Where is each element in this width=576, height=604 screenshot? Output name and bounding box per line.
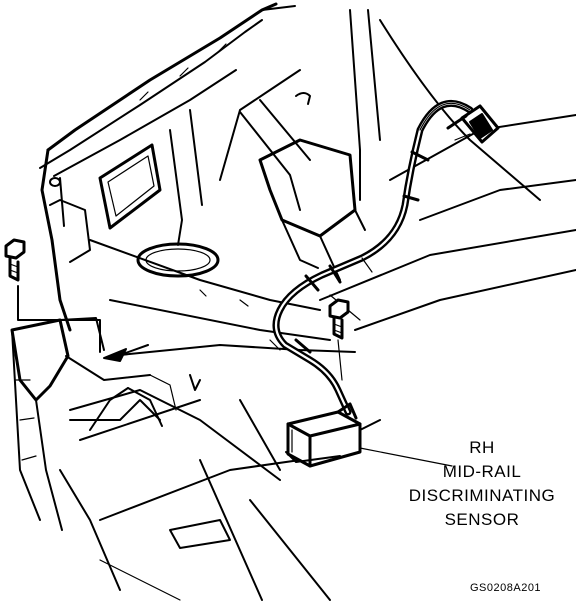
electrical-connector [446, 104, 500, 144]
callout-line-2: MID-RAIL [442, 462, 522, 481]
side-panels [319, 9, 576, 331]
callout-line-3: DISCRIMINATING [408, 486, 556, 505]
callout-line-4: SENSOR [444, 510, 520, 529]
upper-body-rail [39, 2, 296, 177]
callout-leader [359, 447, 453, 467]
mounting-bolt-right [328, 298, 350, 381]
sensor-callout: RH MID-RAIL DISCRIMINATING SENSOR [392, 436, 572, 532]
inner-pillar-panel [40, 109, 203, 332]
callout-line-1: RH [469, 438, 495, 457]
figure-id: GS0208A201 [470, 582, 542, 594]
strut-tower [136, 69, 366, 281]
wiring-harness [272, 99, 474, 416]
mounting-bolt-left [4, 238, 26, 282]
discriminating-sensor [285, 402, 362, 468]
location-arrow [17, 285, 149, 362]
lower-bracket [10, 317, 177, 531]
